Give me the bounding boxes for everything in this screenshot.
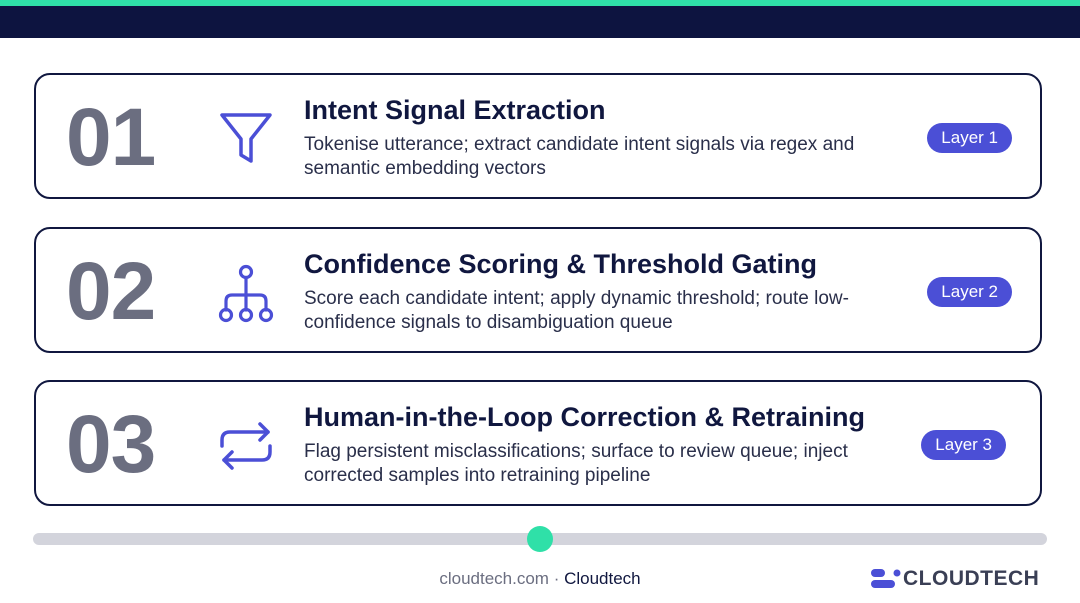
- progress-knob[interactable]: [527, 526, 553, 552]
- step-number: 01: [66, 92, 156, 183]
- step-title: Human-in-the-Loop Correction & Retrainin…: [304, 402, 865, 432]
- step-title: Intent Signal Extraction: [304, 95, 606, 125]
- top-banner: [0, 0, 1080, 38]
- step-card-1: 01 Intent Signal Extraction Tokenise utt…: [34, 73, 1042, 199]
- logo-wordmark: CLOUDTECH: [903, 567, 1040, 590]
- step-title: Confidence Scoring & Threshold Gating: [304, 249, 818, 279]
- step-card-2: 02 Confidence Scoring & Threshold Gating…: [34, 227, 1042, 353]
- footer-brand: Cloudtech: [564, 569, 641, 588]
- step-number: 03: [66, 399, 156, 490]
- step-description: Tokenise utterance; extract candidate in…: [304, 134, 855, 179]
- step-description: Flag persistent misclassifications; surf…: [304, 441, 848, 486]
- footer-separator: ·: [548, 569, 565, 588]
- funnel-icon: [216, 109, 276, 169]
- step-description: Score each candidate intent; apply dynam…: [304, 288, 849, 333]
- logo-mark-icon: [871, 569, 901, 588]
- footer-credit: cloudtech.com · Cloudtech: [0, 569, 1080, 589]
- top-accent-stripe: [0, 0, 1080, 6]
- hierarchy-icon: [216, 263, 276, 323]
- step-card-3: 03 Human-in-the-Loop Correction & Retrai…: [34, 380, 1042, 506]
- footer-site: cloudtech.com: [439, 569, 549, 588]
- step-number: 02: [66, 246, 156, 337]
- layer-badge: Layer 2: [927, 277, 1012, 307]
- layer-badge: Layer 3: [921, 430, 1006, 460]
- repeat-icon: [216, 416, 276, 476]
- layer-badge: Layer 1: [927, 123, 1012, 153]
